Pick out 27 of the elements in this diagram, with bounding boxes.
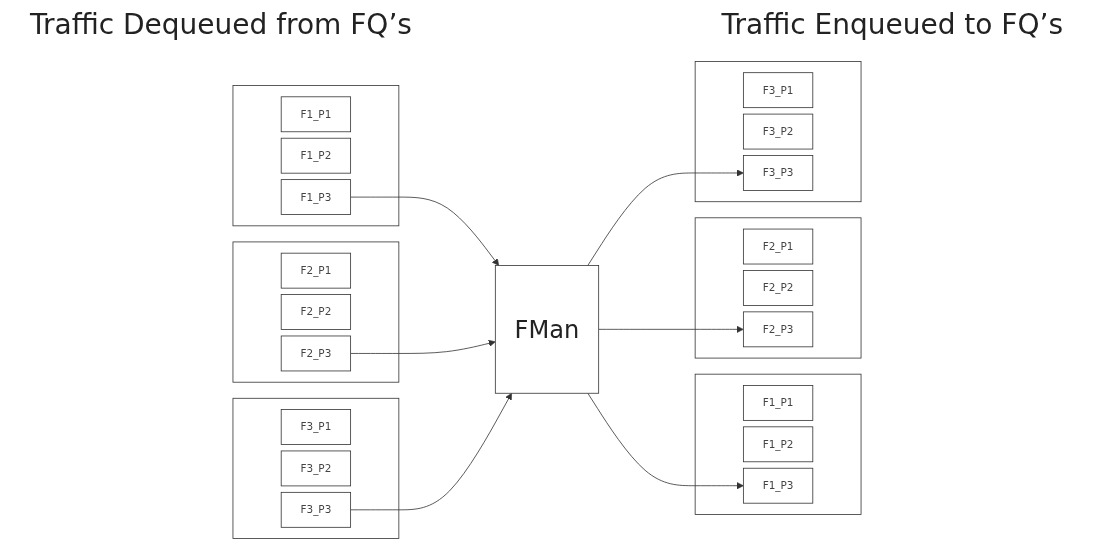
cluster [694,217,861,359]
node-box: F3_P3 [280,491,351,528]
node-box: F1_P2 [742,426,813,463]
heading: Traffic Enqueued to FQ’s [721,8,1063,43]
cluster [694,61,861,203]
node-box: F3_P2 [742,113,813,150]
node-box: F2_P1 [742,228,813,265]
node-box: F1_P3 [280,179,351,215]
node-box: F2_P1 [280,252,351,289]
cluster [232,241,399,383]
cluster [232,85,399,227]
node-box: FMan [494,265,599,394]
node-box: F2_P3 [742,311,813,348]
node-box: F3_P1 [280,409,351,445]
node-box: F2_P2 [280,294,351,330]
node-box: F2_P3 [280,335,351,372]
node-box: F1_P3 [742,467,813,504]
node-box: F1_P2 [280,137,351,174]
node-box: F1_P1 [742,385,813,421]
node-box: F3_P1 [742,72,813,109]
cluster [694,373,861,515]
cluster [232,397,399,539]
node-box: F3_P2 [280,450,351,487]
node-box: F1_P1 [280,96,351,133]
node-box: F3_P3 [742,155,813,191]
node-box: F2_P2 [742,270,813,306]
heading: Traffic Dequeued from FQ’s [30,8,412,43]
